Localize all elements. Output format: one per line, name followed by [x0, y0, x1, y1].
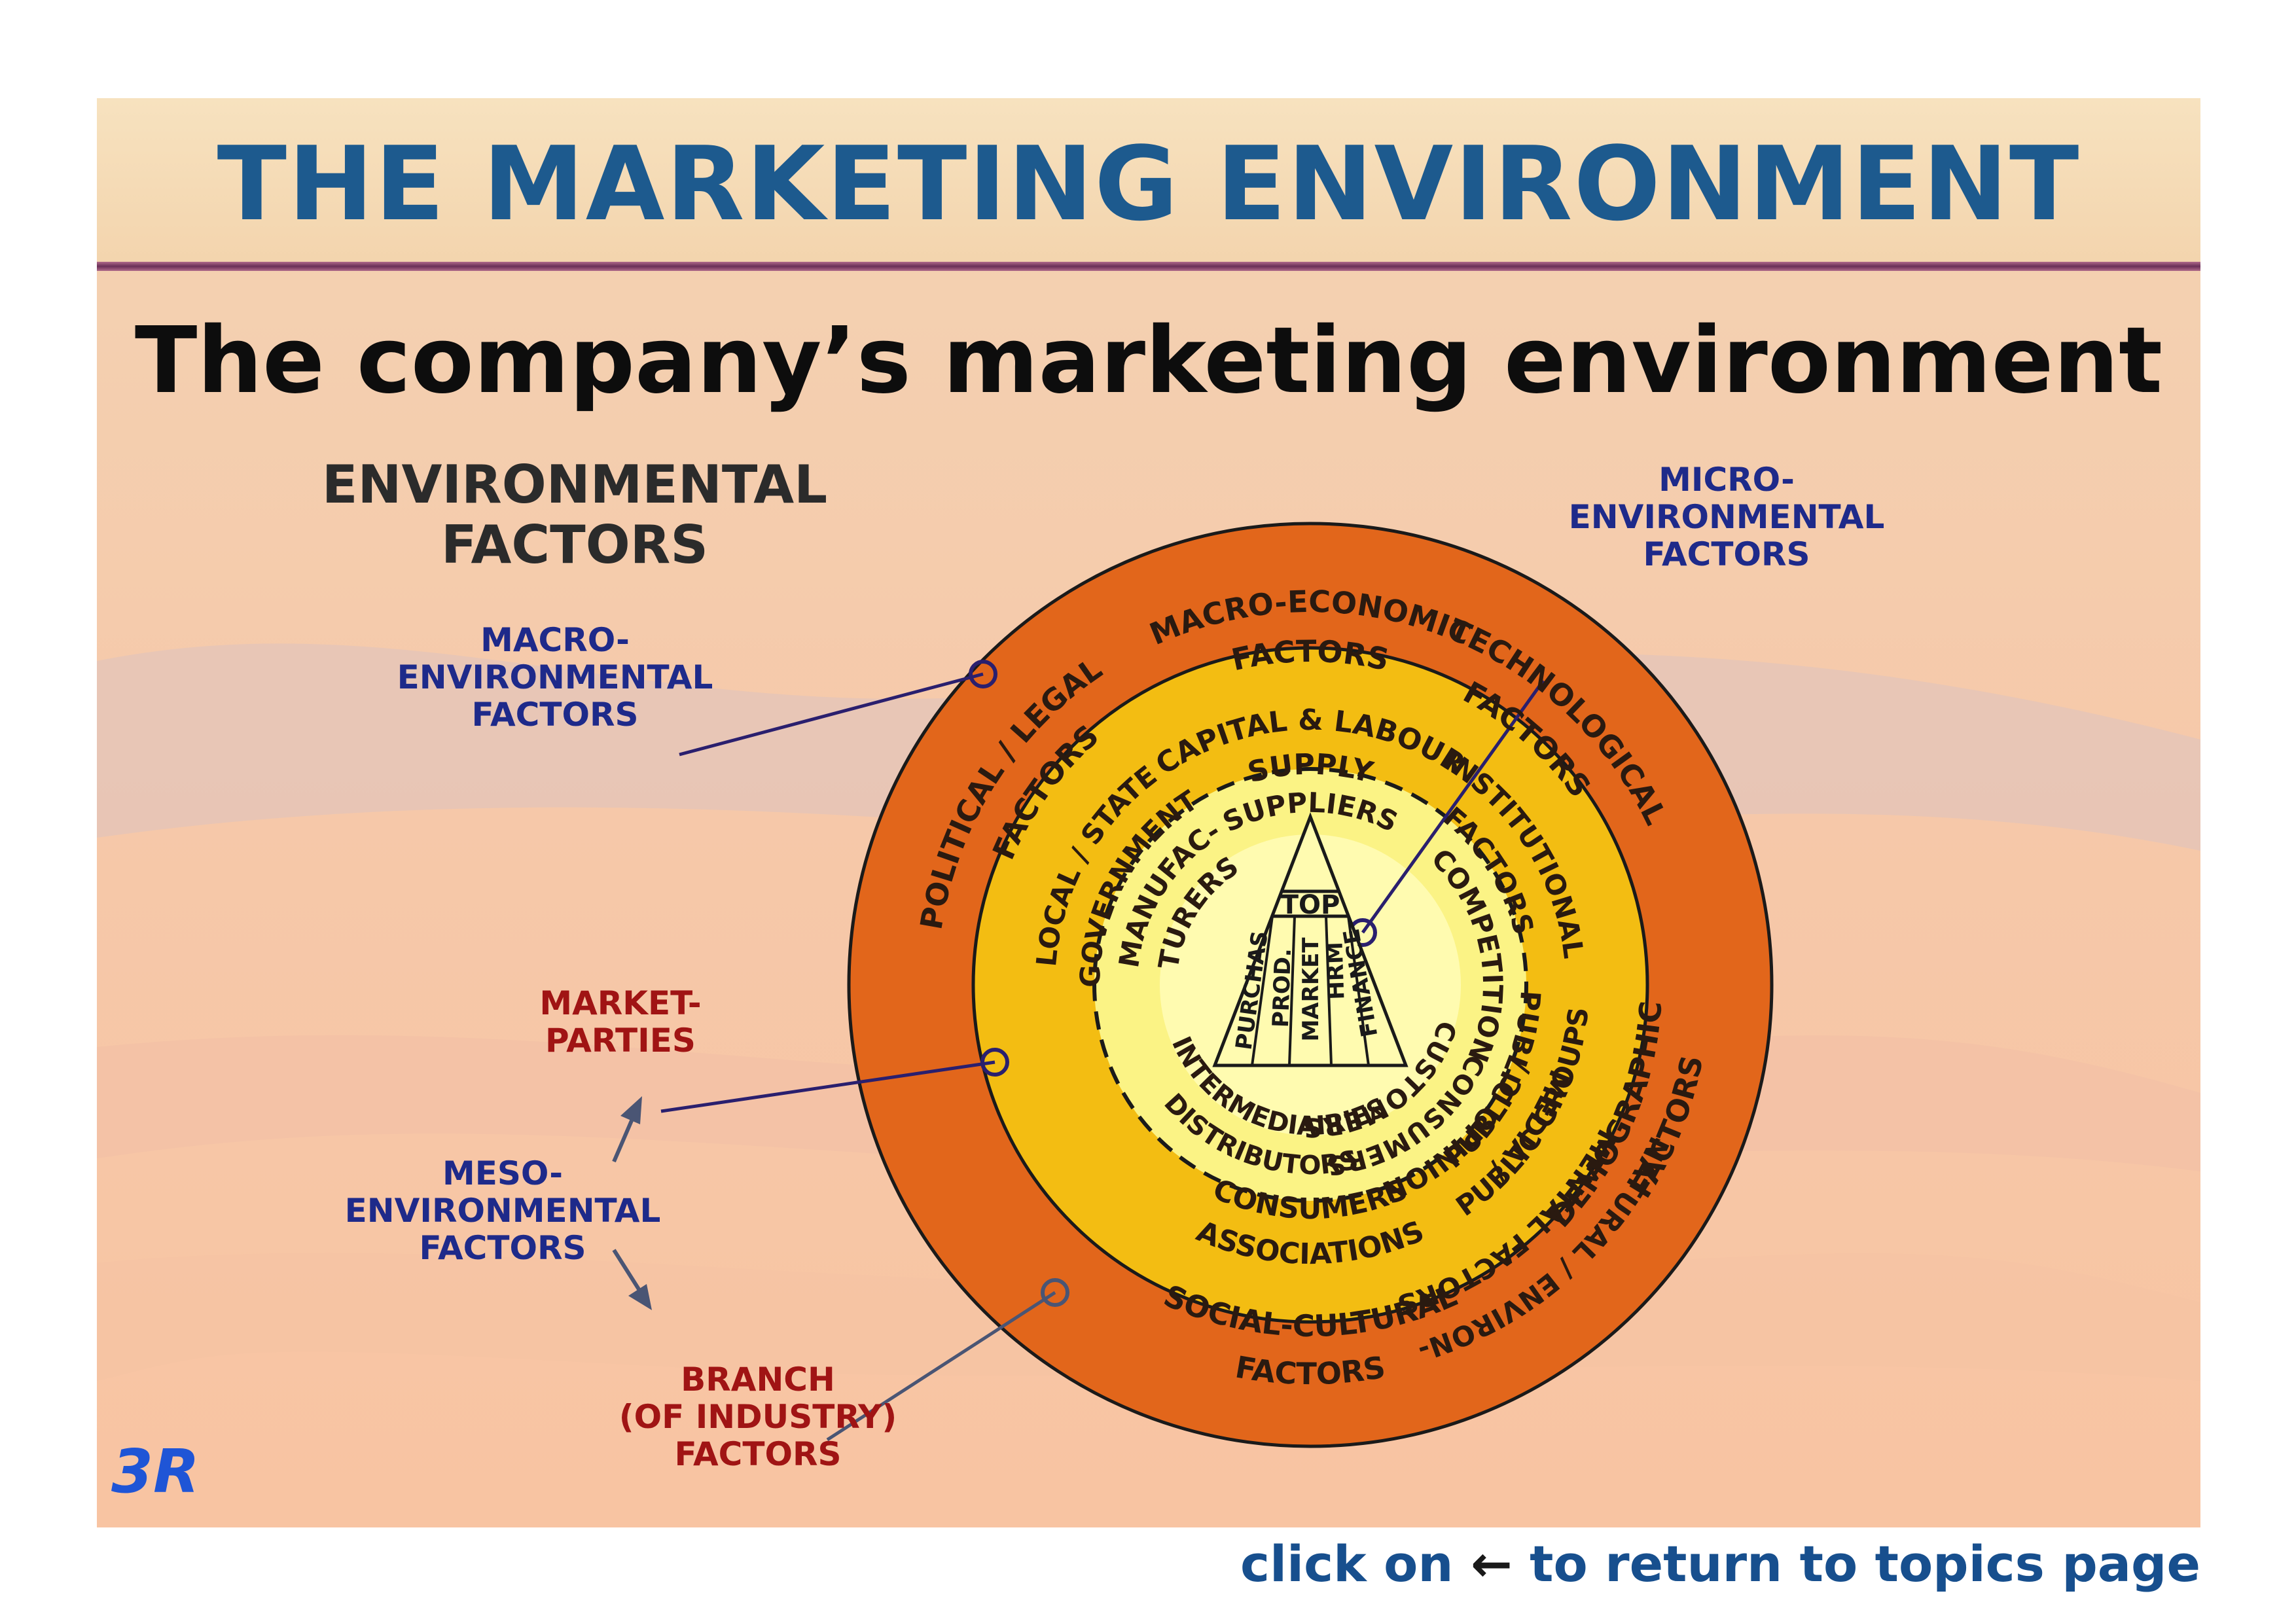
outer-label-social-cultural-2: FACTORS	[1233, 1349, 1388, 1392]
micro-connector-line	[1361, 679, 1545, 934]
slide: THE MARKETING ENVIRONMENT The company’s …	[97, 98, 2200, 1527]
footer-instruction: click on ← to return to topics page	[1240, 1535, 2200, 1593]
pyramid: TOP PURCHAS PROD. MARKET HRM FINANCE	[1212, 812, 1408, 1067]
market-connector-line	[660, 1060, 996, 1113]
logo: 3R	[111, 1436, 200, 1507]
environment-diagram: TOP PURCHAS PROD. MARKET HRM FINANCE MAC…	[612, 522, 1774, 1448]
macro-line-2: ENVIRONMENTAL	[397, 658, 713, 696]
meso-environmental-label: MESO- ENVIRONMENTAL FACTORS	[329, 1155, 676, 1267]
pyramid-dept-prod: PROD.	[1268, 948, 1297, 1027]
branch-line-2: (OF INDUSTRY)	[619, 1398, 897, 1436]
environmental-factors-line-1: ENVIRONMENTAL	[321, 454, 828, 515]
meso-up-arrow	[612, 1118, 634, 1163]
branch-line-1: BRANCH	[681, 1361, 835, 1399]
macro-connector-dot	[969, 660, 997, 688]
meso-line-2: ENVIRONMENTAL	[344, 1192, 661, 1230]
micro-line-1: MICRO-	[1659, 461, 1795, 499]
footer-suffix: to return to topics page	[1530, 1535, 2200, 1593]
market-parties-label: MARKET- PARTIES	[509, 985, 732, 1060]
footer-prefix: click on	[1240, 1535, 1454, 1593]
branch-factors-label: BRANCH (OF INDUSTRY) FACTORS	[555, 1361, 961, 1473]
macro-line-1: MACRO-	[480, 621, 630, 659]
micro-environmental-label: MICRO- ENVIRONMENTAL FACTORS	[1524, 461, 1929, 573]
title-divider	[97, 262, 2200, 271]
branch-line-3: FACTORS	[674, 1435, 842, 1473]
meso-line-1: MESO-	[442, 1154, 564, 1192]
page-title: THE MARKETING ENVIRONMENT	[217, 124, 2081, 243]
macro-environmental-label: MACRO- ENVIRONMENTAL FACTORS	[359, 622, 751, 734]
micro-line-3: FACTORS	[1643, 535, 1810, 573]
subtitle: The company’s marketing environment	[134, 308, 2163, 414]
branch-connector-line	[826, 1291, 1056, 1442]
market-connector-dot	[980, 1048, 1009, 1077]
market-line-2: PARTIES	[545, 1022, 696, 1060]
back-arrow-icon[interactable]: ←	[1470, 1535, 1513, 1593]
pyramid-top-label: TOP	[1281, 890, 1340, 920]
macro-connector-line	[679, 672, 984, 757]
pyramid-dept-hrm: HRM	[1321, 941, 1350, 1000]
environmental-factors-line-2: FACTORS	[441, 514, 708, 575]
meso-down-arrowhead	[628, 1284, 652, 1310]
market-line-1: MARKET-	[539, 984, 702, 1022]
title-band	[97, 98, 2200, 268]
meso-line-3: FACTORS	[419, 1229, 586, 1267]
macro-line-3: FACTORS	[471, 696, 639, 734]
environmental-factors-label: ENVIRONMENTAL FACTORS	[313, 455, 836, 575]
micro-line-2: ENVIRONMENTAL	[1568, 498, 1885, 536]
meso-down-arrow	[612, 1249, 641, 1291]
pyramid-dept-market: MARKET	[1298, 937, 1324, 1042]
branch-connector-dot	[1041, 1278, 1069, 1307]
meso-up-arrowhead	[620, 1096, 642, 1124]
